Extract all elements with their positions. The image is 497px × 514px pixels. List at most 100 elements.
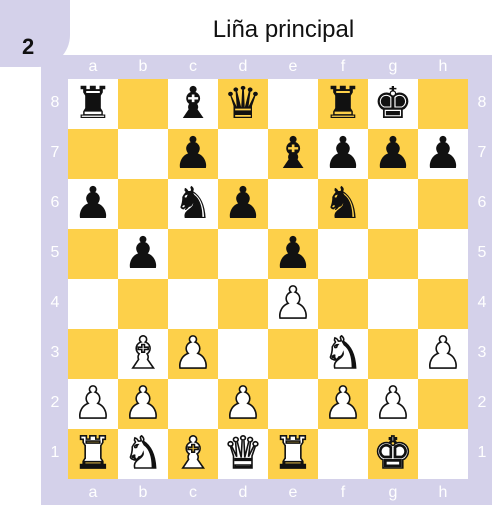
square-c4[interactable] [168, 279, 218, 329]
square-c7[interactable]: ♟ [168, 129, 218, 179]
square-e1[interactable]: ♜ [268, 429, 318, 479]
white-knight-icon[interactable]: ♞ [323, 329, 362, 379]
black-pawn-icon[interactable]: ♟ [73, 179, 112, 229]
black-bishop-icon[interactable]: ♝ [273, 129, 312, 179]
square-b4[interactable] [118, 279, 168, 329]
square-d4[interactable] [218, 279, 268, 329]
square-d8[interactable]: ♛ [218, 79, 268, 129]
square-g8[interactable]: ♚ [368, 79, 418, 129]
rank-label-left: 3 [45, 344, 65, 362]
square-e8[interactable] [268, 79, 318, 129]
square-c3[interactable]: ♟ [168, 329, 218, 379]
black-knight-icon[interactable]: ♞ [323, 179, 362, 229]
square-a8[interactable]: ♜ [68, 79, 118, 129]
white-king-icon[interactable]: ♚ [373, 429, 412, 479]
white-pawn-icon[interactable]: ♟ [273, 279, 312, 329]
square-f4[interactable] [318, 279, 368, 329]
square-h6[interactable] [418, 179, 468, 229]
square-g6[interactable] [368, 179, 418, 229]
square-c1[interactable]: ♝ [168, 429, 218, 479]
square-g1[interactable]: ♚ [368, 429, 418, 479]
square-h5[interactable] [418, 229, 468, 279]
square-b1[interactable]: ♞ [118, 429, 168, 479]
square-h3[interactable]: ♟ [418, 329, 468, 379]
white-knight-icon[interactable]: ♞ [123, 429, 162, 479]
black-pawn-icon[interactable]: ♟ [273, 229, 312, 279]
square-d6[interactable]: ♟ [218, 179, 268, 229]
white-pawn-icon[interactable]: ♟ [223, 379, 262, 429]
square-h1[interactable] [418, 429, 468, 479]
square-e5[interactable]: ♟ [268, 229, 318, 279]
square-b5[interactable]: ♟ [118, 229, 168, 279]
black-knight-icon[interactable]: ♞ [173, 179, 212, 229]
square-f1[interactable] [318, 429, 368, 479]
square-f5[interactable] [318, 229, 368, 279]
white-rook-icon[interactable]: ♜ [73, 429, 112, 479]
square-f2[interactable]: ♟ [318, 379, 368, 429]
square-a4[interactable] [68, 279, 118, 329]
square-d2[interactable]: ♟ [218, 379, 268, 429]
square-b7[interactable] [118, 129, 168, 179]
black-king-icon[interactable]: ♚ [373, 79, 412, 129]
square-c5[interactable] [168, 229, 218, 279]
square-a5[interactable] [68, 229, 118, 279]
square-d7[interactable] [218, 129, 268, 179]
black-rook-icon[interactable]: ♜ [73, 79, 112, 129]
black-queen-icon[interactable]: ♛ [223, 79, 262, 129]
square-b6[interactable] [118, 179, 168, 229]
square-g4[interactable] [368, 279, 418, 329]
square-e7[interactable]: ♝ [268, 129, 318, 179]
square-b8[interactable] [118, 79, 168, 129]
square-h8[interactable] [418, 79, 468, 129]
square-d3[interactable] [218, 329, 268, 379]
square-h7[interactable]: ♟ [418, 129, 468, 179]
rank-label-left: 7 [45, 144, 65, 162]
black-pawn-icon[interactable]: ♟ [123, 229, 162, 279]
white-pawn-icon[interactable]: ♟ [173, 329, 212, 379]
file-label-bottom: a [68, 484, 118, 502]
square-g7[interactable]: ♟ [368, 129, 418, 179]
square-a7[interactable] [68, 129, 118, 179]
square-g5[interactable] [368, 229, 418, 279]
black-pawn-icon[interactable]: ♟ [173, 129, 212, 179]
square-a3[interactable] [68, 329, 118, 379]
white-pawn-icon[interactable]: ♟ [323, 379, 362, 429]
white-queen-icon[interactable]: ♛ [223, 429, 262, 479]
file-label-top: d [218, 58, 268, 76]
white-pawn-icon[interactable]: ♟ [423, 329, 462, 379]
square-a2[interactable]: ♟ [68, 379, 118, 429]
white-pawn-icon[interactable]: ♟ [123, 379, 162, 429]
square-d5[interactable] [218, 229, 268, 279]
black-pawn-icon[interactable]: ♟ [423, 129, 462, 179]
square-e2[interactable] [268, 379, 318, 429]
square-e4[interactable]: ♟ [268, 279, 318, 329]
black-rook-icon[interactable]: ♜ [323, 79, 362, 129]
square-g2[interactable]: ♟ [368, 379, 418, 429]
square-d1[interactable]: ♛ [218, 429, 268, 479]
square-g3[interactable] [368, 329, 418, 379]
square-a6[interactable]: ♟ [68, 179, 118, 229]
square-f3[interactable]: ♞ [318, 329, 368, 379]
black-pawn-icon[interactable]: ♟ [373, 129, 412, 179]
black-pawn-icon[interactable]: ♟ [323, 129, 362, 179]
black-pawn-icon[interactable]: ♟ [223, 179, 262, 229]
square-f7[interactable]: ♟ [318, 129, 368, 179]
square-c8[interactable]: ♝ [168, 79, 218, 129]
square-h2[interactable] [418, 379, 468, 429]
square-h4[interactable] [418, 279, 468, 329]
black-bishop-icon[interactable]: ♝ [173, 79, 212, 129]
white-pawn-icon[interactable]: ♟ [73, 379, 112, 429]
white-pawn-icon[interactable]: ♟ [373, 379, 412, 429]
square-e6[interactable] [268, 179, 318, 229]
square-f8[interactable]: ♜ [318, 79, 368, 129]
square-c2[interactable] [168, 379, 218, 429]
square-c6[interactable]: ♞ [168, 179, 218, 229]
square-b3[interactable]: ♝ [118, 329, 168, 379]
white-rook-icon[interactable]: ♜ [273, 429, 312, 479]
square-f6[interactable]: ♞ [318, 179, 368, 229]
square-a1[interactable]: ♜ [68, 429, 118, 479]
square-b2[interactable]: ♟ [118, 379, 168, 429]
white-bishop-icon[interactable]: ♝ [173, 429, 212, 479]
white-bishop-icon[interactable]: ♝ [123, 329, 162, 379]
square-e3[interactable] [268, 329, 318, 379]
